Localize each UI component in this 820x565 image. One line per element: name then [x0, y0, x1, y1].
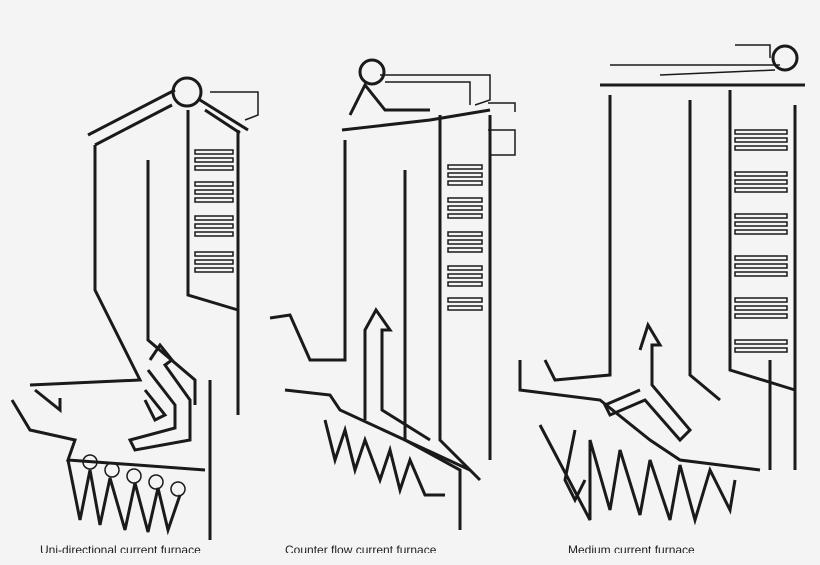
caption-unidirectional: Uni-directional current furnace: [40, 543, 201, 553]
steam-drum: [358, 58, 386, 86]
medium-current-furnace: [518, 44, 805, 526]
counter-flow-furnace: [269, 58, 516, 530]
heat-exchanger-tubes: [447, 164, 483, 311]
steam-drum: [171, 76, 203, 108]
caption-medium: Medium current furnace: [568, 543, 695, 553]
heat-exchanger-tubes: [734, 129, 788, 353]
unidirectional-furnace: [10, 76, 259, 540]
caption-counter-flow: Counter flow current furnace: [285, 543, 437, 553]
heat-exchanger-tubes: [194, 149, 234, 273]
grate-rollers: [82, 454, 186, 497]
steam-drum: [771, 44, 799, 72]
